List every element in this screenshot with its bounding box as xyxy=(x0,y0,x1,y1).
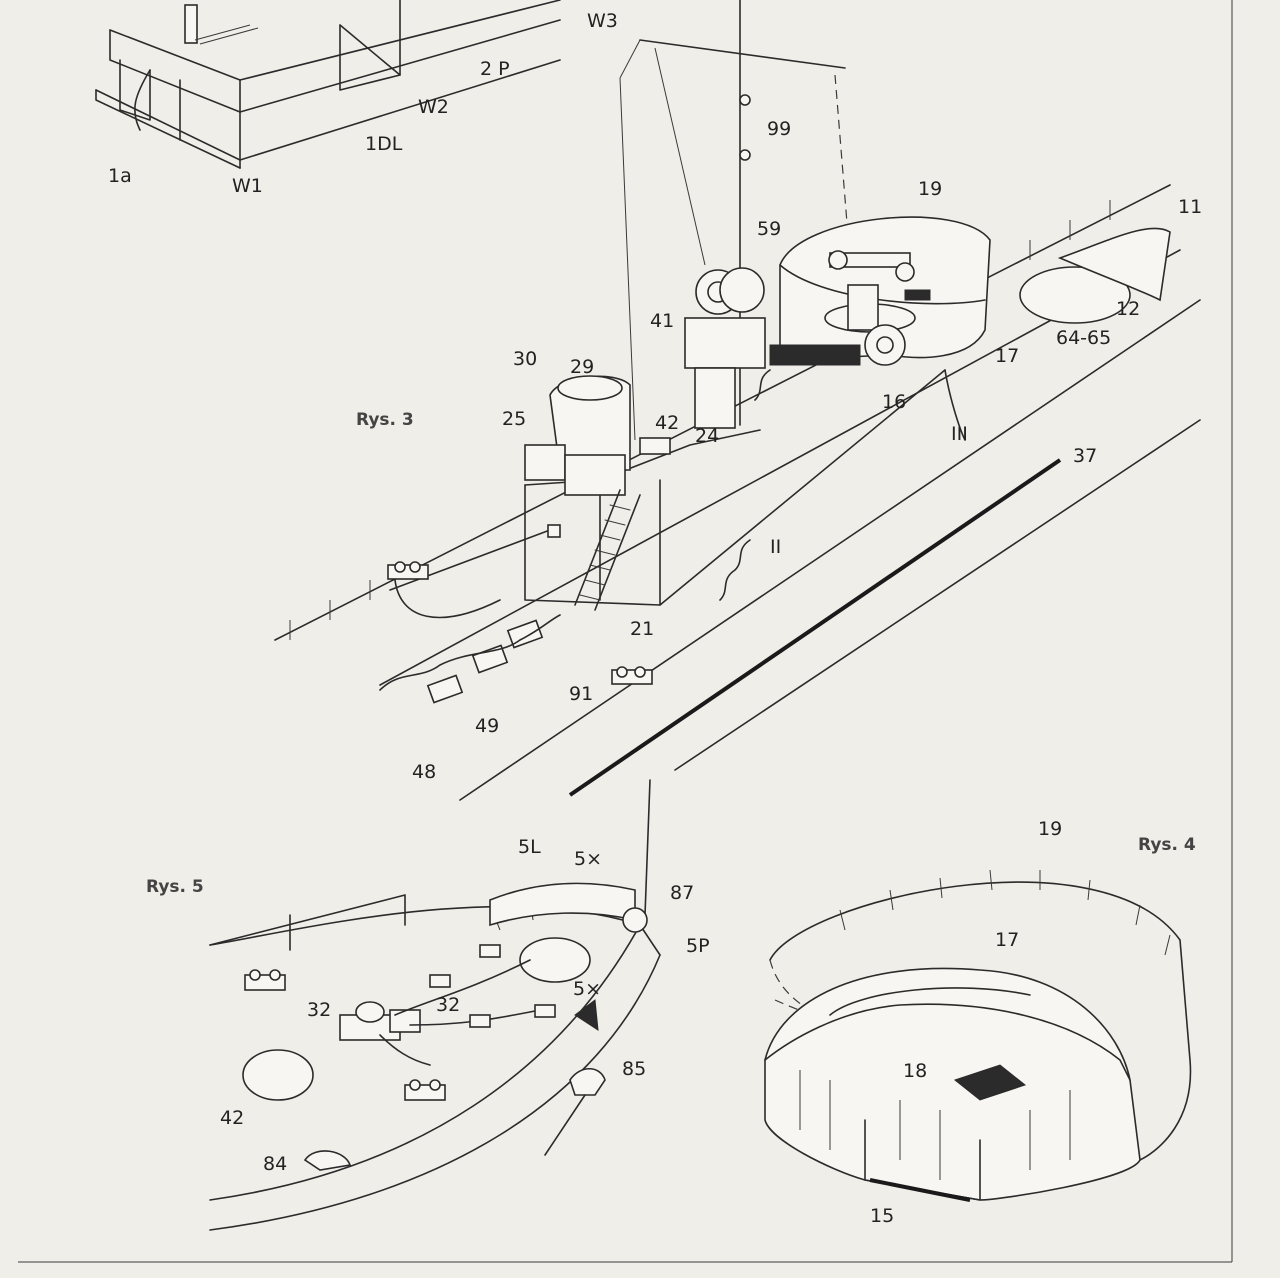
figure-5-caption: Rys. 5 xyxy=(146,877,204,897)
part-label-fig3: 11 xyxy=(1178,196,1202,218)
part-label-fig5: 32 xyxy=(436,994,460,1016)
searchlight-base xyxy=(684,317,766,369)
boom xyxy=(389,529,551,591)
part-label-fig3: 19 xyxy=(918,178,942,200)
part-label-fig3: 99 xyxy=(767,118,791,140)
hatch-42 xyxy=(242,1049,314,1101)
figure-3-caption: Rys. 3 xyxy=(356,410,414,430)
part-label-fig4: 15 xyxy=(870,1205,894,1227)
rubbing-strake xyxy=(568,458,1062,797)
part-label-fig3: 49 xyxy=(475,715,499,737)
part-label-top: W1 xyxy=(232,175,263,197)
part-label-fig3: 29 xyxy=(570,356,594,378)
part-label-fig3: 59 xyxy=(757,218,781,240)
part-label-fig3: 25 xyxy=(502,408,526,430)
figure-3-superstructure xyxy=(274,0,1201,801)
round-hatch xyxy=(1019,266,1131,324)
part-label-fig5: 32 xyxy=(307,999,331,1021)
part-label-fig4: 18 xyxy=(903,1060,927,1082)
part-label-fig5: 5L xyxy=(518,836,541,858)
part-label-fig5: 87 xyxy=(670,882,694,904)
part-label-top: W3 xyxy=(587,10,618,32)
part-label-fig3: III xyxy=(951,423,968,445)
hatch-cover xyxy=(519,937,591,983)
part-label-fig3: 42 xyxy=(655,412,679,434)
part-label-fig3: 12 xyxy=(1116,298,1140,320)
part-label-fig4: 17 xyxy=(995,929,1019,951)
part-label-fig3: 64-65 xyxy=(1056,327,1111,349)
ladder xyxy=(574,489,641,611)
part-label-fig3: 48 xyxy=(412,761,436,783)
part-label-fig5: 42 xyxy=(220,1107,244,1129)
part-label-fig4: 19 xyxy=(1038,818,1062,840)
hull-section-fragment xyxy=(95,0,561,169)
part-label-fig3: 24 xyxy=(695,425,719,447)
figure-4-caption: Rys. 4 xyxy=(1138,835,1196,855)
part-label-fig3: II xyxy=(770,536,781,558)
figure-5-bow-deck xyxy=(209,779,661,1231)
jackstaff xyxy=(644,779,651,916)
deck-edge-lower xyxy=(459,299,1201,801)
part-label-top: 2 P xyxy=(480,58,510,80)
part-label-fig5: 5P xyxy=(686,935,710,957)
part-label-fig3: 16 xyxy=(882,391,906,413)
part-label-fig3: 41 xyxy=(650,310,674,332)
part-label-top: 1a xyxy=(108,165,132,187)
part-label-fig3: 17 xyxy=(995,345,1019,367)
figure-4-gun-tub xyxy=(764,869,1192,1202)
bollard xyxy=(387,564,429,580)
part-label-fig3: 21 xyxy=(630,618,654,640)
grating xyxy=(769,344,861,366)
deckhouse-body xyxy=(524,369,946,606)
part-label-fig3: 37 xyxy=(1073,445,1097,467)
part-label-fig3: 91 xyxy=(569,683,593,705)
part-label-fig3: 30 xyxy=(513,348,537,370)
part-label-top: W2 xyxy=(418,96,449,118)
yard-arm xyxy=(639,39,846,69)
part-label-fig5: 5× xyxy=(574,848,602,870)
part-label-fig5: 85 xyxy=(622,1058,646,1080)
part-label-fig5: 5× xyxy=(573,978,601,1000)
part-label-fig5: 84 xyxy=(263,1153,287,1175)
part-label-top: 1DL xyxy=(365,133,403,155)
